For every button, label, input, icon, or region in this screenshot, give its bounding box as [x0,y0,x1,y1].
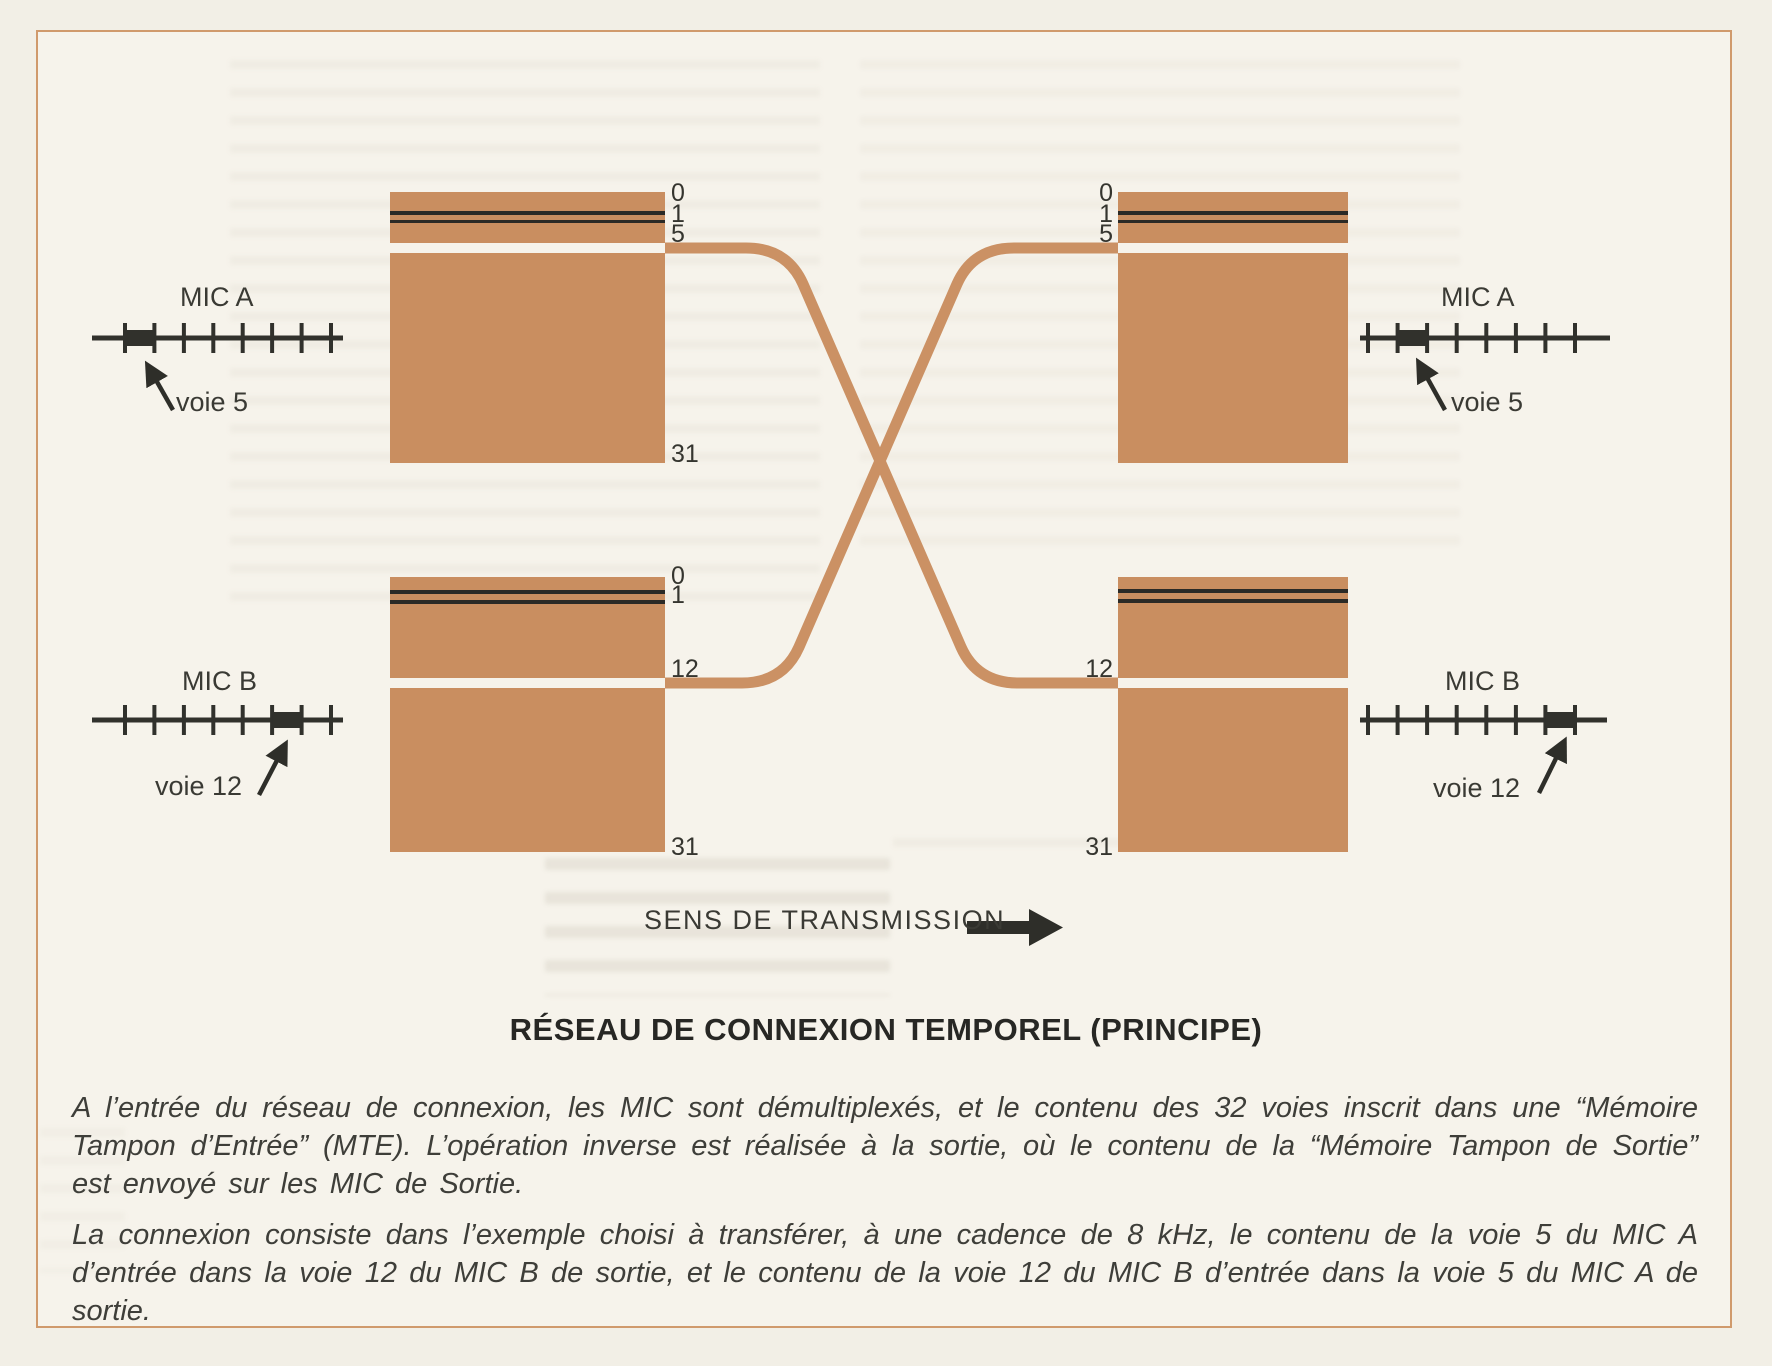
buffer-row-label: 31 [671,440,699,468]
free-slot-stripe-voie12 [390,678,665,688]
buffer-row-label: 12 [1085,655,1113,683]
caption-paragraph-2: La connexion consiste dans l’exemple cho… [72,1219,1698,1327]
buffer-row-label: 12 [671,655,699,683]
row-divider-line [390,590,665,594]
wire-input-b-voie12-to-output-a-voie5 [665,242,1118,689]
busy-slot-voie12 [272,712,302,728]
channel-label-voie12: voie 12 [155,771,243,801]
transmission-direction-arrow-icon [967,909,1063,946]
row-divider-line [1118,599,1348,603]
channel-label-voie5: voie 5 [1451,387,1524,417]
caption-paragraph-1: A l’entrée du réseau de connexion, les M… [72,1092,1698,1200]
row-divider-line [1118,589,1348,593]
row-divider-line [390,219,665,223]
input-buffer-mte-a [390,192,665,463]
free-slot-stripe-voie5 [1118,243,1348,253]
buffer-row-label: 0 [1099,179,1113,207]
row-divider-line [390,600,665,604]
buffer-row-label: 5 [671,220,685,248]
input-buffer-mte-b [390,577,665,852]
buffer-row-label: 0 [671,179,685,207]
voie5-pointer-arrow-icon [144,360,175,412]
buffer-row-label: 0 [671,562,685,590]
output-buffer-mts-b [1118,577,1348,852]
buffer-row-label: 1 [671,581,685,609]
buffer-row-label: 31 [671,833,699,861]
row-divider-line [390,211,665,215]
timeline-output-mic-a [1360,323,1610,353]
channel-label-voie12: voie 12 [1433,773,1521,803]
buffer-row-label: 1 [1099,200,1113,228]
row-divider-line [1118,211,1348,215]
buffer-row-label: 31 [1085,833,1113,861]
voie12-pointer-arrow-icon [257,739,288,797]
timeline-input-mic-b [92,705,343,735]
free-slot-stripe-voie12 [1118,678,1348,688]
page-frame-border [36,30,1732,1328]
mic-label-input-a: MIC A [180,282,254,312]
row-divider-line [1118,219,1348,223]
transmission-direction-label: SENS DE TRANSMISSION [644,905,1006,935]
buffer-row-label: 1 [671,200,685,228]
free-slot-stripe-voie5 [390,243,665,253]
busy-slot-voie5 [1397,330,1428,346]
figure-title: RÉSEAU DE CONNEXION TEMPOREL (PRINCIPE) [509,1012,1263,1047]
mic-label-output-a: MIC A [1441,282,1515,312]
output-buffer-mts-a [1118,192,1348,463]
voie12-pointer-arrow-icon [1536,736,1567,794]
channel-label-voie5: voie 5 [176,387,249,417]
mic-label-input-b: MIC B [182,666,258,696]
wire-input-a-voie5-to-output-b-voie12 [665,242,1119,689]
timeline-output-mic-b [1360,705,1607,735]
timeline-input-mic-a [92,323,343,353]
voie5-pointer-arrow-icon [1416,357,1447,412]
buffer-row-label: 5 [1099,220,1113,248]
busy-slot-voie5 [125,330,155,346]
mic-label-output-b: MIC B [1445,666,1521,696]
busy-slot-voie12 [1545,712,1575,728]
